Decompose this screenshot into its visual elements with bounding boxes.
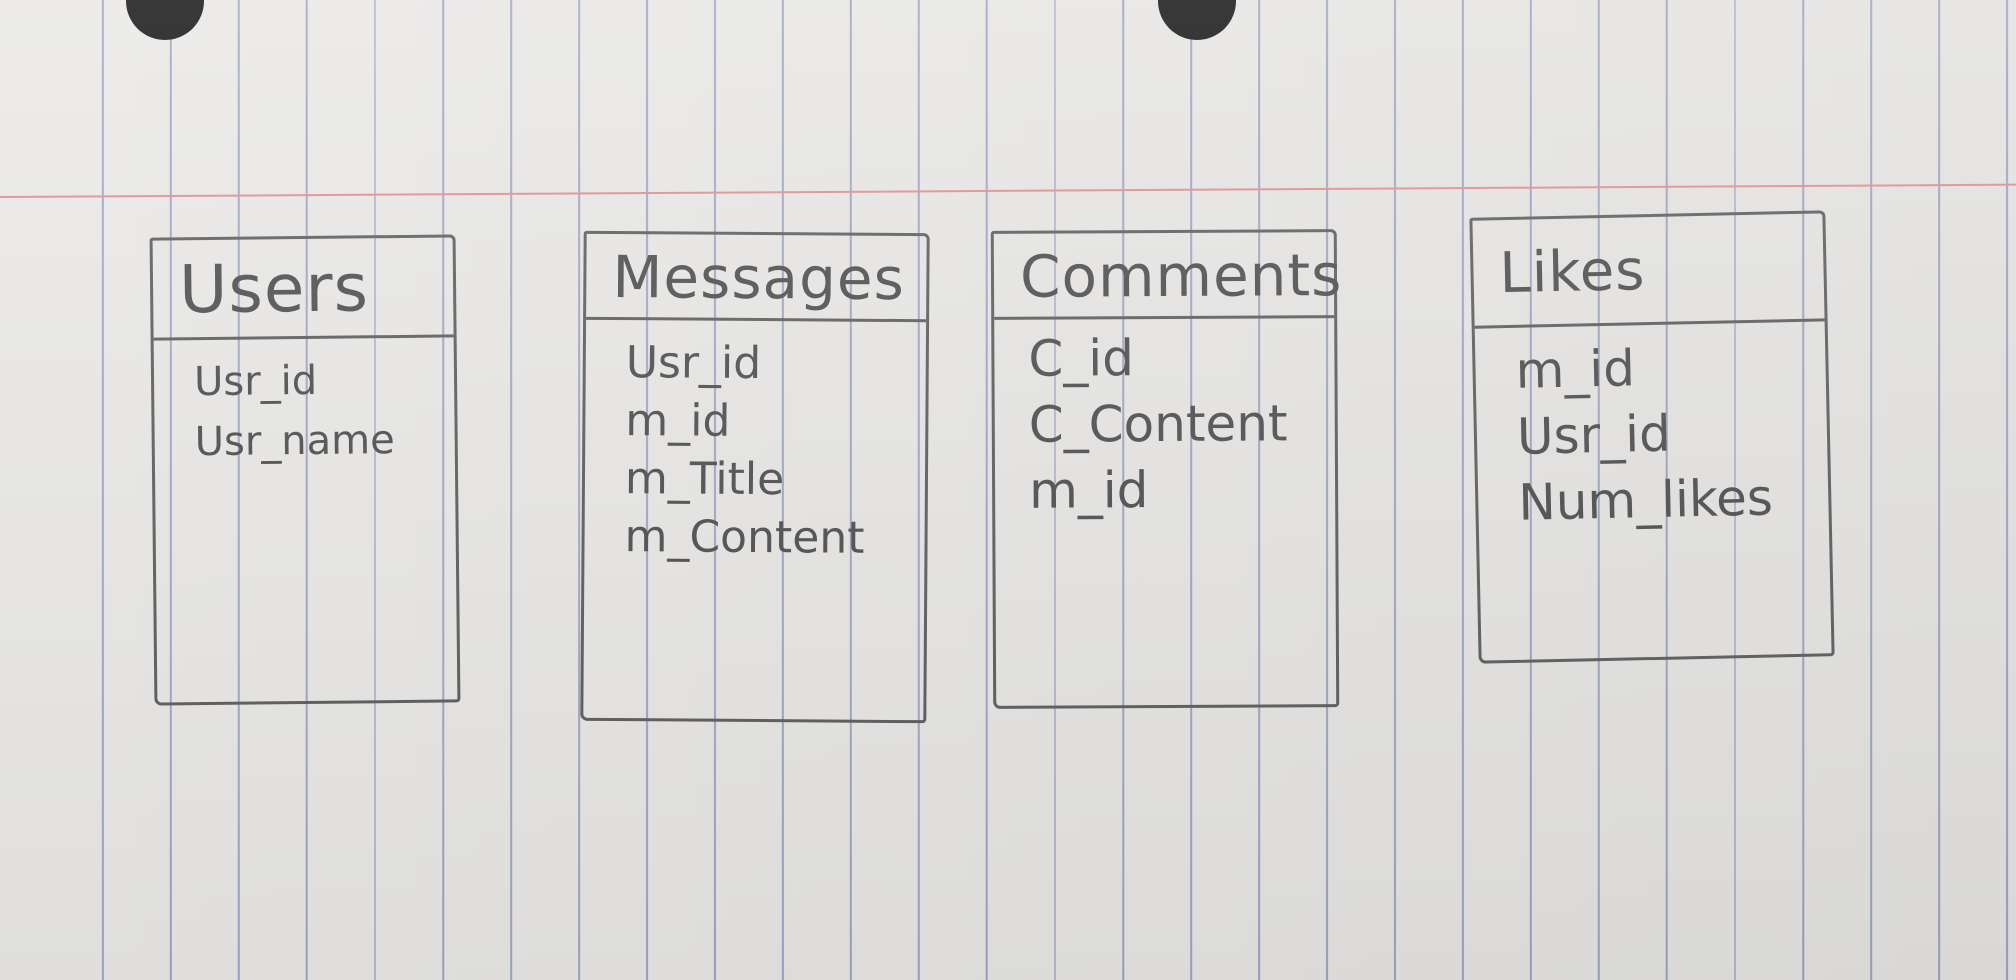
field: Usr_id <box>193 357 318 406</box>
field: Num_likes <box>1517 468 1774 532</box>
field: m_Title <box>624 453 785 506</box>
field-list: Usr_id m_id m_Title m_Content <box>584 334 926 568</box>
field: Usr_name <box>194 417 395 466</box>
table-comments: Comments C_id C_Content m_id <box>990 229 1343 709</box>
field: Usr_id <box>1516 404 1672 466</box>
field-list: m_id Usr_id Num_likes <box>1475 331 1829 536</box>
field: m_id <box>1514 339 1636 400</box>
table-title: Likes <box>1472 213 1825 329</box>
table-likes: Likes m_id Usr_id Num_likes <box>1469 210 1835 664</box>
binder-hole <box>1158 0 1236 40</box>
field: C_Content <box>1028 394 1288 454</box>
field: m_id <box>625 395 731 447</box>
field: C_id <box>1028 329 1135 388</box>
field-list: Usr_id Usr_name <box>154 349 455 472</box>
margin-line <box>0 183 2016 198</box>
table-title: Users <box>152 237 454 341</box>
field: Usr_id <box>625 337 762 390</box>
table-title: Messages <box>586 233 927 323</box>
field: m_id <box>1028 461 1149 520</box>
table-messages: Messages Usr_id m_id m_Title m_Content <box>580 230 930 724</box>
table-title: Comments <box>993 232 1343 320</box>
field: m_Content <box>624 511 865 564</box>
binder-hole <box>126 0 204 40</box>
table-users: Users Usr_id Usr_name <box>149 234 461 706</box>
field-list: C_id C_Content m_id <box>994 324 1335 524</box>
